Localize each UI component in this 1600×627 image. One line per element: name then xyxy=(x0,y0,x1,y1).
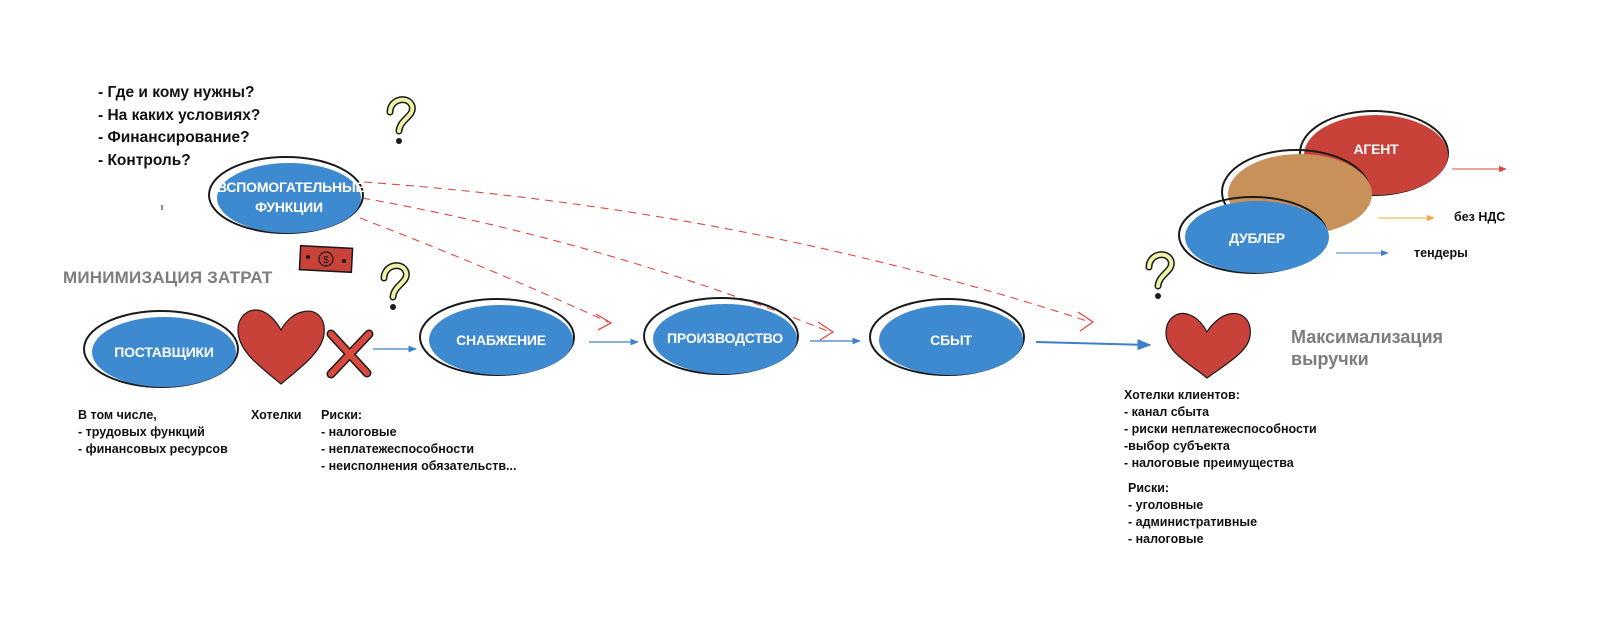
risks-right: Риски: - уголовные - административные - … xyxy=(1128,481,1258,546)
money-icon: $ xyxy=(298,244,354,274)
node-support[interactable] xyxy=(208,156,364,234)
question-mark-icon-supply xyxy=(380,262,410,310)
question-item: - Финансирование? xyxy=(98,129,250,146)
dashed-arrowhead-supply xyxy=(595,313,613,331)
dashed-arrowhead-production xyxy=(817,321,835,341)
node-production-label: ПРОИЗВОДСТВО xyxy=(667,330,783,346)
node-support-label: ВСПОМОГАТЕЛЬНЫЕ ФУНКЦИИ xyxy=(217,179,365,215)
dashed-arrowheads xyxy=(595,311,1095,341)
node-supply-label: СНАБЖЕНИЕ xyxy=(456,332,546,348)
heart-icon xyxy=(237,309,325,385)
dashed-line-to-production xyxy=(361,197,831,333)
node-suppliers-label: ПОСТАВЩИКИ xyxy=(114,344,214,360)
dashed-arrowhead-sales xyxy=(1077,311,1095,332)
dashed-line-to-supply xyxy=(359,217,609,323)
dashed-connectors xyxy=(359,181,1091,333)
question-mark-icon-clients xyxy=(1145,251,1175,299)
no-vat-label: без НДС xyxy=(1454,210,1506,224)
wants-label: Хотелки xyxy=(251,408,302,422)
question-item: - На каких условиях? xyxy=(98,106,261,124)
suppliers-note: В том числе, - трудовых функций - финанс… xyxy=(78,408,228,456)
node-suppliers[interactable] xyxy=(83,310,239,388)
node-supply[interactable] xyxy=(419,298,575,376)
cross-icon xyxy=(326,329,374,379)
node-production[interactable] xyxy=(643,297,799,375)
left-title: МИНИМИЗАЦИЯ ЗАТРАТ xyxy=(63,268,273,287)
flow-arrows xyxy=(373,249,1389,353)
arrow-sales-to-clients xyxy=(1035,339,1152,351)
right-title: Максимализация выручки xyxy=(1291,327,1444,369)
client-heart-icon xyxy=(1165,312,1251,379)
question-item: - Контроль? xyxy=(98,151,191,169)
questions-list: - Где и кому нужны? - На каких условиях?… xyxy=(98,82,260,172)
node-sales[interactable] xyxy=(869,298,1025,376)
tenders-label: тендеры xyxy=(1414,246,1468,260)
question-item: - Где и кому нужны? xyxy=(98,84,255,101)
svg-text:$: $ xyxy=(323,255,329,266)
node-doubler-label: ДУБЛЕР xyxy=(1229,230,1285,246)
node-agent-label: АГЕНТ xyxy=(1353,141,1399,157)
question-mark-icon xyxy=(386,96,416,144)
node-doubler[interactable] xyxy=(1178,196,1329,274)
client-wants: Хотелки клиентов: - канал сбыта - риски … xyxy=(1124,388,1317,470)
risks-left: Риски: - налоговые - неплатежеспособност… xyxy=(321,408,517,473)
node-sales-label: СБЫТ xyxy=(930,332,972,348)
